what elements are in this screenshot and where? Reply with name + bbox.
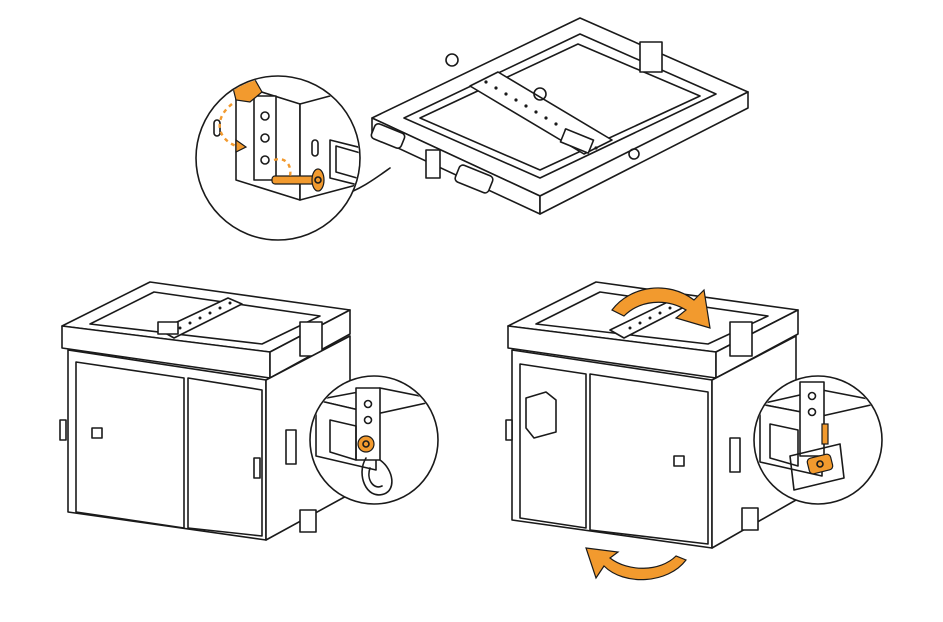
pin-icon <box>357 435 375 453</box>
zoom-detail-top <box>195 75 361 241</box>
rotation-arrow-top-icon <box>611 287 711 329</box>
handle-icon <box>299 321 323 357</box>
lock-lever-icon <box>806 453 834 475</box>
lock-bracket <box>425 149 441 179</box>
frame-holes <box>178 301 232 330</box>
logo-badge <box>673 455 685 467</box>
rotation-arrow-bottom-icon <box>585 547 687 581</box>
pin-icon <box>821 423 829 445</box>
cabinet-right <box>505 281 799 549</box>
logo-badge <box>91 427 103 439</box>
rigging-frame <box>370 17 749 215</box>
shackle-icon <box>445 53 459 67</box>
cabinet-left <box>59 281 351 541</box>
lock-bracket <box>639 41 663 73</box>
zoom-detail-right <box>753 375 883 505</box>
handle-icon <box>370 122 406 150</box>
zoom-detail-left <box>309 375 439 505</box>
handle-icon <box>729 321 753 357</box>
frame-holes <box>628 306 672 330</box>
shackle-icon <box>533 87 547 101</box>
handle-icon <box>454 164 494 194</box>
pin-icon <box>271 175 317 185</box>
